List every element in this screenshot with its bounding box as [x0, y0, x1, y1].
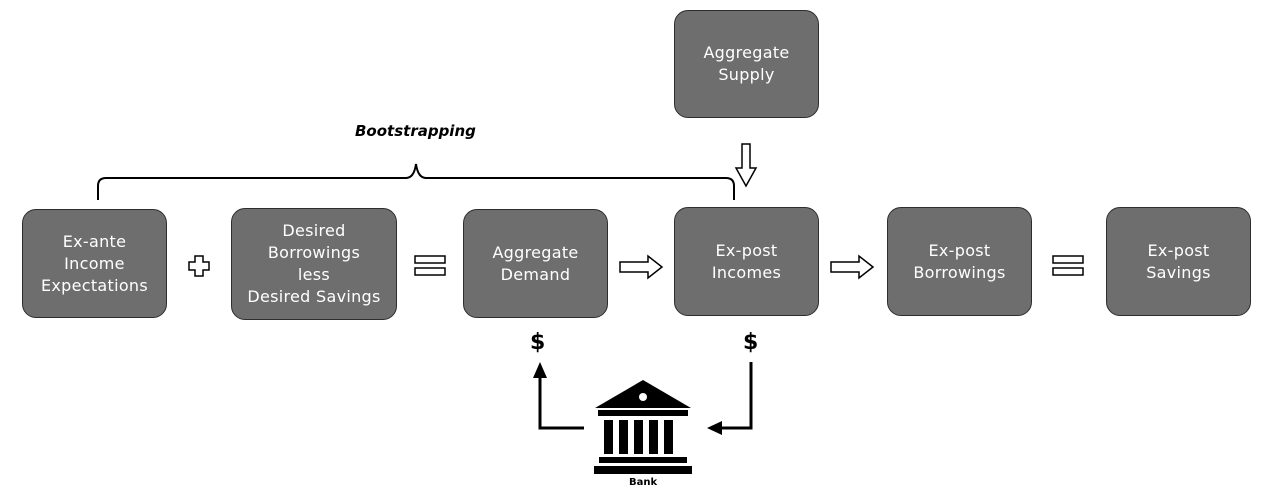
right-arrow-icon [619, 254, 664, 280]
aggregate-demand-box: Aggregate Demand [463, 209, 608, 318]
dollar-sign-right: $ [743, 330, 759, 355]
expost-incomes-label: Ex-post Incomes [711, 240, 782, 282]
exante-income-box: Ex-ante Income Expectations [22, 209, 167, 318]
dollar-sign-left: $ [530, 330, 546, 355]
aggregate-supply-label: Aggregate Supply [703, 43, 790, 84]
bank-label: Bank [629, 477, 658, 488]
up-arrowhead-icon [533, 362, 547, 378]
aggregate-supply-box: Aggregate Supply [674, 10, 819, 118]
desired-borrowings-box: Desired Borrowings less Desired Savings [231, 208, 397, 320]
bootstrapping-label: Bootstrapping [355, 122, 476, 140]
aggregate-demand-label: Aggregate Demand [492, 242, 579, 284]
bootstrapping-brace [97, 163, 735, 200]
bank-to-demand-arrow [538, 378, 584, 430]
bank-building-icon [594, 380, 692, 474]
left-arrowhead-icon [707, 421, 722, 435]
expost-borrowings-label: Ex-post Borrowings [913, 240, 1006, 282]
equals-operator-icon [414, 255, 446, 276]
expost-borrowings-box: Ex-post Borrowings [887, 207, 1032, 316]
equals-operator-icon [1052, 255, 1084, 276]
down-arrow-icon [734, 143, 758, 188]
expost-savings-label: Ex-post Savings [1146, 240, 1211, 282]
expost-savings-box: Ex-post Savings [1106, 207, 1251, 316]
expost-incomes-box: Ex-post Incomes [674, 207, 819, 316]
right-arrow-icon [830, 254, 875, 280]
desired-borrowings-label: Desired Borrowings less Desired Savings [247, 221, 381, 306]
exante-income-label: Ex-ante Income Expectations [40, 231, 149, 295]
plus-operator-icon [188, 255, 210, 277]
incomes-to-bank-arrow [722, 362, 753, 430]
